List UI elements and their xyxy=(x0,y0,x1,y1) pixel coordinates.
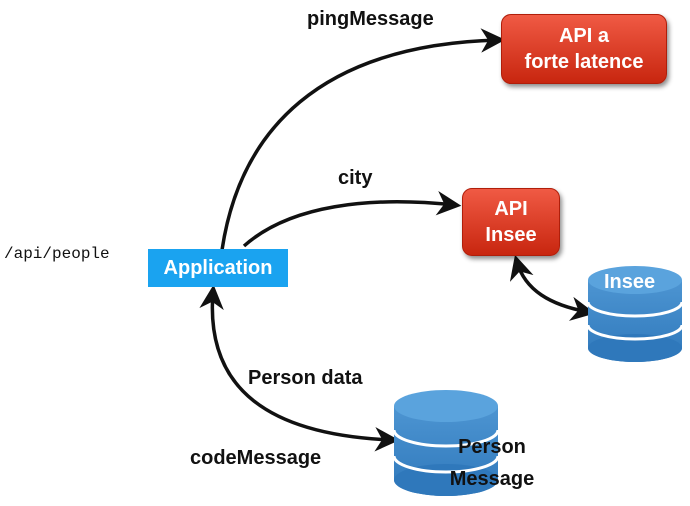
edge-city-arrow xyxy=(242,190,462,248)
person-db-line2: Message xyxy=(449,468,535,490)
edge-insee-arrow xyxy=(509,254,596,321)
api-insee-line1: API xyxy=(494,198,528,220)
api-insee-line2: Insee xyxy=(485,224,537,246)
edge-person-arrow xyxy=(199,284,400,452)
insee-db-label: Insee xyxy=(604,271,656,293)
endpoint-label: /api/people xyxy=(4,245,110,263)
api-latence-line2: forte latence xyxy=(524,51,644,73)
edge-code-message-label: codeMessage xyxy=(190,447,322,469)
api-latence-node: API a forte latence xyxy=(501,14,667,84)
api-insee-node: API Insee xyxy=(462,188,560,256)
edge-ping-arrow xyxy=(220,28,506,251)
edge-ping-label: pingMessage xyxy=(307,8,434,30)
edge-person-data-label: Person data xyxy=(248,367,363,389)
application-label: Application xyxy=(163,256,273,279)
application-node: Application xyxy=(148,249,288,287)
insee-database-icon xyxy=(586,266,684,362)
person-database-icon xyxy=(392,390,500,496)
edge-city-label: city xyxy=(338,167,373,189)
person-db-line1: Person xyxy=(458,436,526,458)
person-db-label: Person Message xyxy=(432,431,552,495)
api-latence-line1: API a xyxy=(558,25,610,47)
